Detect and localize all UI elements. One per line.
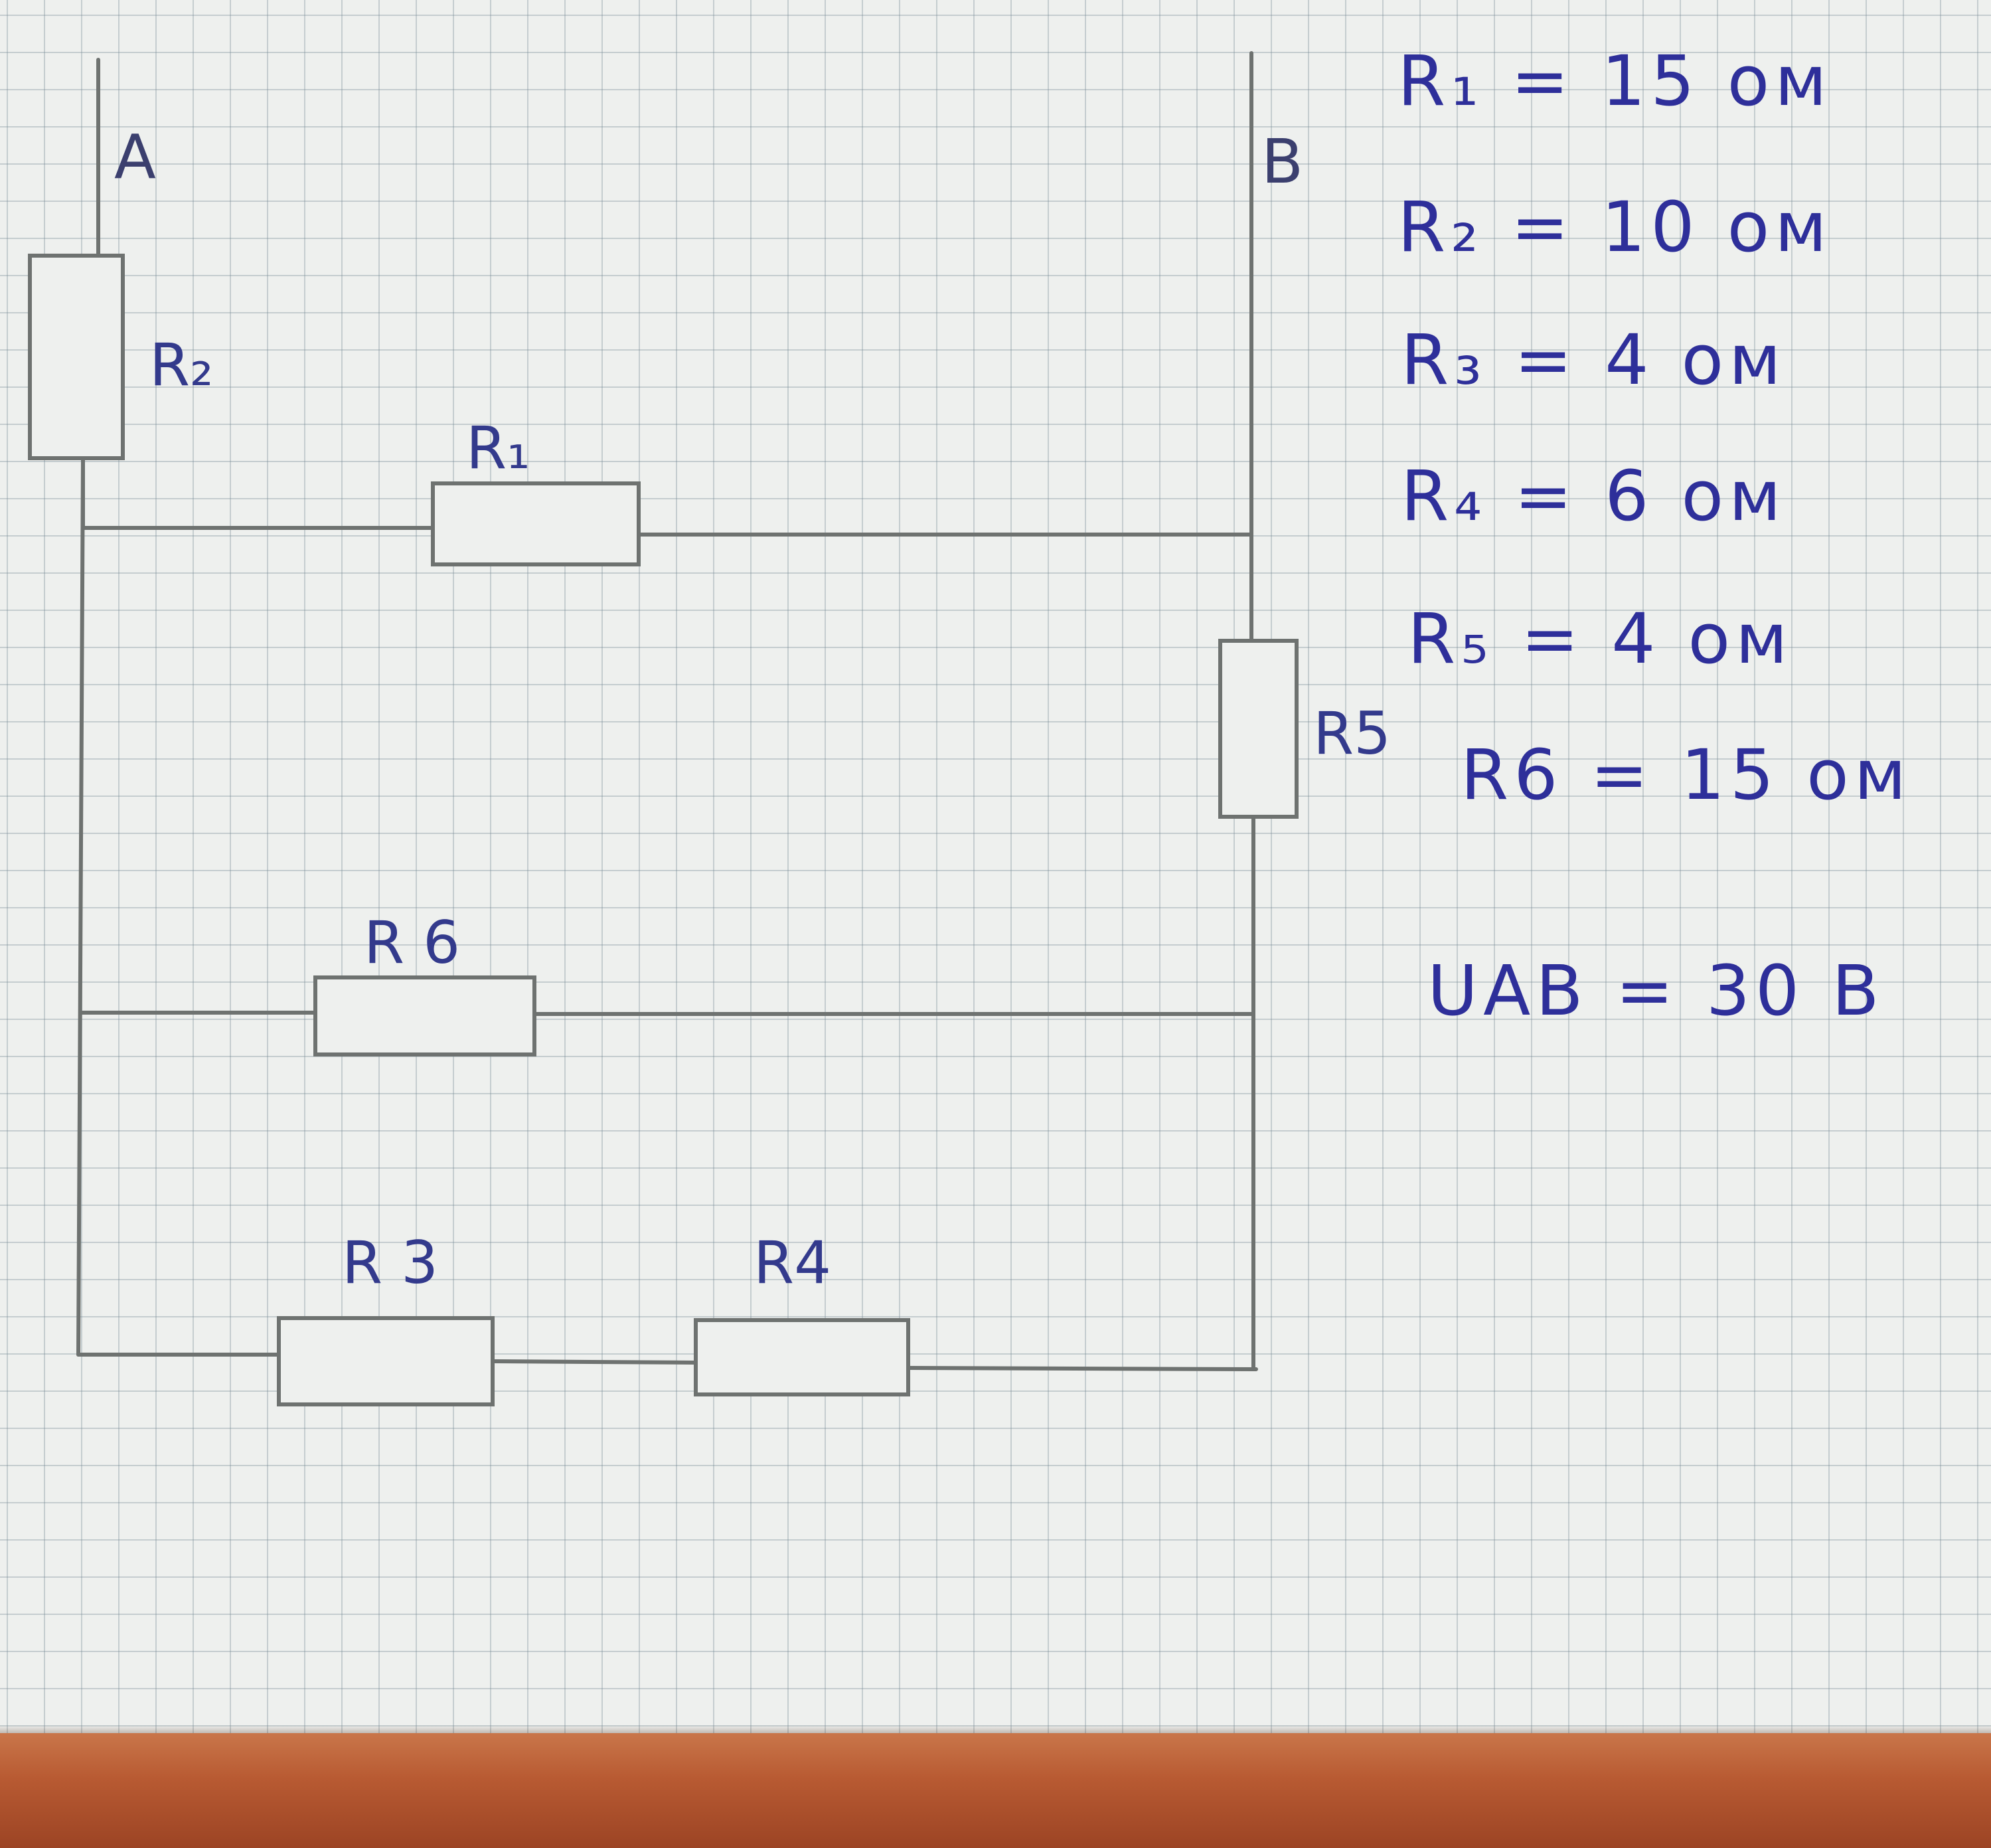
resistor-r5: [1218, 639, 1299, 819]
label-r1: R₁: [466, 414, 530, 482]
resistor-r3: [277, 1316, 495, 1406]
label-r4: R4: [754, 1228, 831, 1297]
label-r5: R5: [1313, 699, 1391, 768]
given-r2: R₂ = 10 ом: [1397, 187, 1832, 268]
node-label-b: B: [1261, 126, 1303, 197]
wire-bottom-branch-middle: [491, 1359, 698, 1365]
given-voltage: UAB = 30 B: [1427, 950, 1885, 1031]
wire-left-rail: [76, 456, 85, 1357]
given-r6: R6 = 15 ом: [1461, 734, 1912, 815]
circuit-diagram: A B R₂ R₁ R5 R 6 R 3 R4: [28, 51, 1391, 1406]
label-r6: R 6: [364, 908, 460, 977]
resistor-r2: [28, 254, 125, 460]
wire-bottom-branch-right: [906, 1366, 1258, 1371]
label-r2: R₂: [149, 331, 213, 399]
label-r3: R 3: [342, 1228, 438, 1297]
given-r4: R₄ = 6 ом: [1401, 456, 1787, 537]
resistor-r4: [694, 1318, 910, 1396]
given-r5: R₅ = 4 ом: [1407, 598, 1793, 679]
resistor-r1: [431, 481, 641, 566]
given-r3: R₃ = 4 ом: [1401, 319, 1787, 400]
resistor-r6: [313, 975, 536, 1056]
given-r1: R₁ = 15 ом: [1397, 41, 1832, 122]
paper-edge-shadow: [0, 1725, 1991, 1734]
node-label-a: A: [114, 122, 156, 193]
table-surface: [0, 1733, 1991, 1848]
graph-paper: [0, 0, 1991, 1733]
